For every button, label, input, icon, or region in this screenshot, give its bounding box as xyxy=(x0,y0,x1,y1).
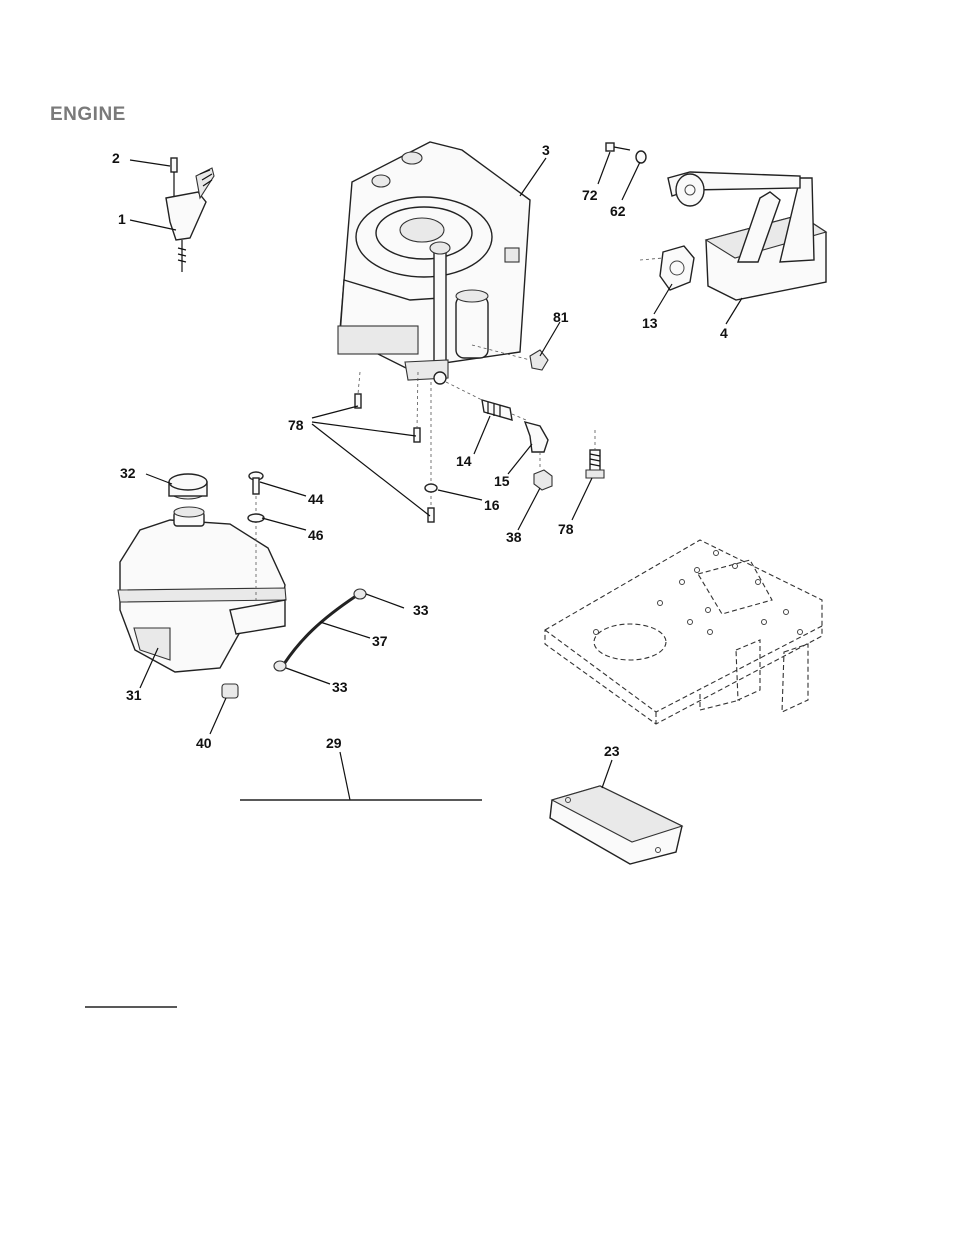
callout-78-b: 78 xyxy=(558,521,574,537)
engine-part xyxy=(338,142,530,384)
callout-72: 72 xyxy=(582,187,598,203)
callout-31: 31 xyxy=(126,687,142,703)
callout-33: 33 xyxy=(413,602,429,618)
callout-4: 4 xyxy=(720,325,728,341)
lock-washer-part xyxy=(425,484,437,492)
callout-38: 38 xyxy=(506,529,522,545)
callout-37: 37 xyxy=(372,633,388,649)
callout-16: 16 xyxy=(484,497,500,513)
callout-3: 3 xyxy=(542,142,550,158)
exhaust-gasket-part xyxy=(640,246,694,290)
exhaust-washer-part xyxy=(636,151,646,163)
muffler-part xyxy=(668,172,826,300)
callout-33-b: 33 xyxy=(332,679,348,695)
hex-nut-part xyxy=(534,452,552,490)
callout-29: 29 xyxy=(326,735,342,751)
callout-15: 15 xyxy=(494,473,510,489)
callout-13: 13 xyxy=(642,315,658,331)
tank-bushing-part xyxy=(222,684,238,698)
callout-40: 40 xyxy=(196,735,212,751)
fuel-tank-part xyxy=(118,507,286,672)
callout-1: 1 xyxy=(118,211,126,227)
exhaust-bolt-part xyxy=(606,143,630,151)
callout-62: 62 xyxy=(610,203,626,219)
callout-81: 81 xyxy=(553,309,569,325)
throttle-control-part xyxy=(166,158,214,272)
engine-mount-frame xyxy=(545,540,822,724)
fuel-cap-part xyxy=(169,474,207,499)
callout-46: 46 xyxy=(308,527,324,543)
pipe-nipple-part xyxy=(446,382,512,420)
callout-32: 32 xyxy=(120,465,136,481)
tank-washer-part xyxy=(248,514,264,522)
callout-14: 14 xyxy=(456,453,472,469)
heat-shield-part xyxy=(550,786,682,864)
callout-23: 23 xyxy=(604,743,620,759)
callout-44: 44 xyxy=(308,491,324,507)
callout-78: 78 xyxy=(288,417,304,433)
callout-2: 2 xyxy=(112,150,120,166)
